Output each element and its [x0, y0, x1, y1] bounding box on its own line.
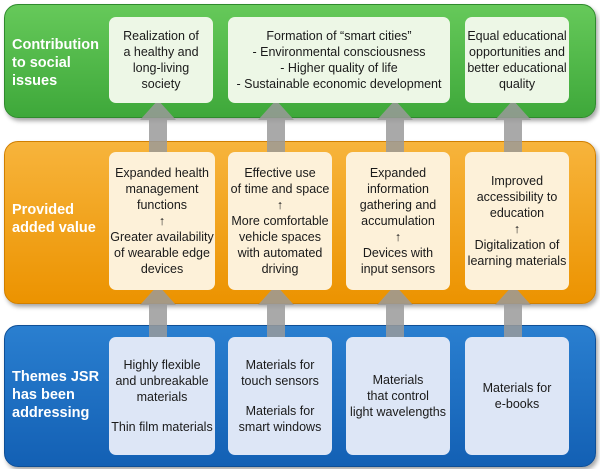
theme-box-light: Materials that control light wavelengths	[346, 337, 450, 455]
box-text: materials	[136, 390, 188, 404]
up-arrow-icon	[495, 285, 531, 341]
box-text: - Environmental consciousness	[252, 45, 426, 59]
box-text: More comfortable	[231, 214, 329, 228]
up-arrow-icon	[258, 285, 294, 341]
box-text: Highly flexible	[123, 358, 201, 372]
value-box-health: Expanded health management functions ↑ G…	[109, 152, 215, 290]
contribution-box-smart-cities: Formation of “smart cities” - Environmen…	[228, 17, 450, 103]
box-text: Materials for	[245, 404, 315, 418]
box-text: Materials for	[245, 358, 315, 372]
value-box-information: Expanded information gathering and accum…	[346, 152, 450, 290]
box-text: accumulation	[361, 214, 435, 228]
box-text: Expanded health	[115, 166, 209, 180]
box-text: Formation of “smart cities”	[266, 29, 412, 43]
box-text: functions	[136, 198, 188, 212]
up-arrow-icon	[140, 285, 176, 341]
box-text: input sensors	[360, 262, 436, 276]
box-text: quality	[498, 77, 536, 91]
box-text: Materials for	[482, 381, 552, 395]
box-text: Greater availability	[110, 230, 214, 244]
contribution-label: Contribution to social issues	[12, 37, 99, 89]
box-text: of wearable edge	[114, 246, 210, 260]
box-text: devices	[140, 262, 184, 276]
box-text: information	[367, 182, 429, 196]
contribution-box-health: Realization of a healthy and long-living…	[109, 17, 213, 103]
box-text: opportunities and	[469, 45, 565, 59]
box-text: better educational	[467, 61, 567, 75]
up-arrow-icon	[258, 100, 294, 156]
added-value-label: Provided added value	[12, 202, 96, 236]
theme-box-touch: Materials for touch sensors Materials fo…	[228, 337, 332, 455]
box-text: long-living	[132, 61, 190, 75]
box-text: a healthy and	[123, 45, 199, 59]
small-up-arrow: ↑	[394, 230, 402, 244]
box-text: Expanded	[369, 166, 427, 180]
box-text: that control	[367, 389, 429, 403]
box-text: Devices with	[362, 246, 434, 260]
box-text: Equal educational	[467, 29, 567, 43]
up-arrow-icon	[377, 285, 413, 341]
box-text: of time and space	[230, 182, 330, 196]
box-text: driving	[261, 262, 299, 276]
box-text: touch sensors	[241, 374, 319, 388]
up-arrow-icon	[495, 100, 531, 156]
small-up-arrow: ↑	[276, 198, 284, 212]
box-text: management	[125, 182, 199, 196]
box-text: e-books	[494, 397, 540, 411]
contribution-box-education: Equal educational opportunities and bett…	[465, 17, 569, 103]
small-up-arrow: ↑	[513, 222, 521, 236]
box-text: education	[489, 206, 545, 220]
theme-box-ebooks: Materials for e-books	[465, 337, 569, 455]
box-text: with automated	[237, 246, 323, 260]
box-text: Digitalization of	[474, 238, 560, 252]
box-text: accessibility to	[476, 190, 558, 204]
box-text: - Higher quality of life	[280, 61, 398, 75]
up-arrow-icon	[377, 100, 413, 156]
box-text: Materials	[372, 373, 424, 387]
value-box-education: Improved accessibility to education ↑ Di…	[465, 152, 569, 290]
box-text: Improved	[490, 174, 544, 188]
box-text: smart windows	[238, 420, 322, 434]
value-box-time-space: Effective use of time and space ↑ More c…	[228, 152, 332, 290]
box-text: vehicle spaces	[239, 230, 321, 244]
box-text: - Sustainable economic development	[236, 77, 442, 91]
box-text: Realization of	[123, 29, 199, 43]
small-up-arrow: ↑	[158, 214, 166, 228]
theme-box-flexible: Highly flexible and unbreakable material…	[109, 337, 215, 455]
box-text: Effective use	[244, 166, 316, 180]
box-text: society	[141, 77, 181, 91]
box-text: learning materials	[467, 254, 567, 268]
themes-label: Themes JSR has been addressing	[12, 369, 100, 421]
up-arrow-icon	[140, 100, 176, 156]
box-text: Thin film materials	[111, 420, 213, 434]
box-text: and unbreakable	[115, 374, 209, 388]
box-text: gathering and	[359, 198, 437, 212]
box-text: light wavelengths	[350, 405, 446, 419]
